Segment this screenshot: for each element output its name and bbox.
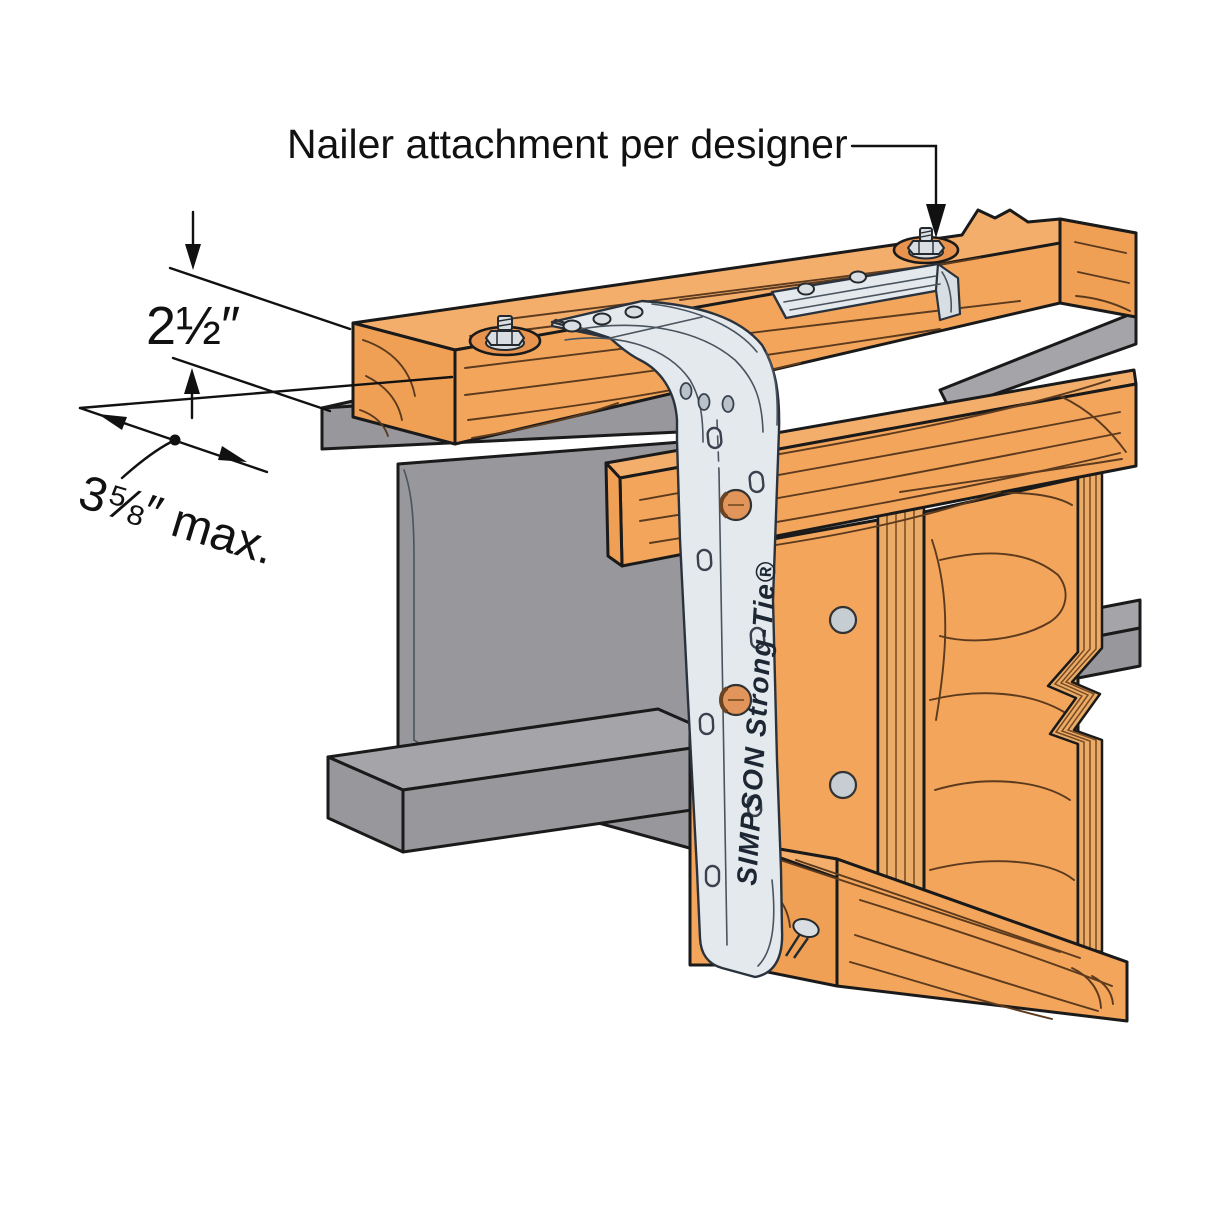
- nailer-bolt-left: [468, 315, 542, 357]
- nailer-right-end-face: [1058, 217, 1138, 319]
- joist-web-face: [922, 476, 1080, 960]
- rear-strap-bend: [934, 262, 962, 322]
- callout-label: Nailer attachment per designer: [287, 121, 848, 167]
- beam-bottom-flange-end: [326, 755, 405, 854]
- strap-hole: [721, 395, 735, 413]
- strap-hole: [679, 382, 693, 400]
- dim-down-arrow-icon: [185, 244, 201, 270]
- strap-hole: [697, 393, 711, 411]
- i-joist-assembly: [604, 368, 1138, 1023]
- rear-twist-strap: [770, 262, 962, 322]
- rear-strap-nail: [797, 282, 815, 296]
- nailer-thickness-label: 2½″: [146, 296, 240, 356]
- strap-bottom-nail: [784, 917, 820, 959]
- joist-nail-head: [828, 770, 858, 800]
- offset-arrow-left-icon: [98, 414, 127, 430]
- joist-top-flange-left-end: [604, 461, 624, 568]
- callout-arrowhead-icon: [926, 204, 946, 238]
- rear-strap-nail: [849, 270, 867, 284]
- front-twist-strap: SIMPSON Strong-Tie®: [550, 299, 820, 979]
- strap-top-nail: [624, 305, 644, 319]
- strap-screw-hole: [719, 683, 753, 717]
- flange-offset-label: 3⅝″ max.: [73, 466, 281, 575]
- strap-screw-hole: [719, 488, 753, 522]
- offset-arrow-right-icon: [218, 446, 247, 462]
- offset-reference-dot: [169, 434, 181, 446]
- dim-up-arrow-icon: [184, 368, 200, 394]
- nailer-bolt-right: [892, 227, 960, 265]
- strap-top-nail: [562, 319, 582, 333]
- strap-top-nail: [592, 312, 612, 326]
- joist-nail-head: [828, 605, 858, 635]
- strap-slots: [696, 426, 766, 888]
